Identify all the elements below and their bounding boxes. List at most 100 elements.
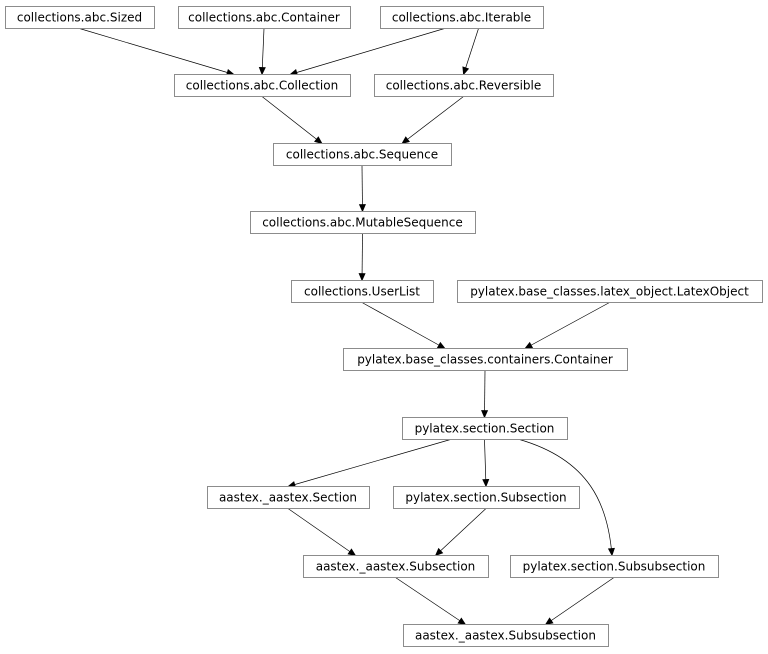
edge-iterable-to-collection: [289, 28, 445, 76]
edge-line: [519, 439, 613, 556]
node-box: [207, 486, 370, 509]
node-label: collections.abc.MutableSequence: [262, 216, 463, 230]
arrow-head: [258, 67, 266, 76]
edge-section-to-aastex-section: [287, 439, 451, 488]
arrow-head: [358, 204, 366, 213]
node-label: collections.abc.Reversible: [386, 79, 542, 93]
node-label: aastex._aastex.Section: [219, 491, 357, 505]
node-box: [457, 280, 763, 303]
node-iterable: collections.abc.Iterable: [380, 6, 544, 29]
edge-section-to-subsection: [482, 439, 490, 488]
edge-line: [524, 302, 610, 349]
nodes-layer: collections.abc.Sized collections.abc.Con…: [5, 6, 763, 647]
edge-line: [401, 96, 464, 144]
node-box: [174, 74, 351, 97]
edge-collection-to-sequence: [261, 96, 323, 145]
node-label: collections.abc.Sequence: [286, 148, 438, 162]
edge-subsection-to-aastex-subsection: [434, 508, 487, 557]
edge-line: [361, 165, 363, 212]
arrow-head: [481, 410, 489, 419]
arrow-head: [457, 617, 467, 625]
node-label: pylatex.base_classes.latex_object.LatexO…: [470, 285, 749, 299]
edge-line: [261, 28, 265, 75]
node-box: [178, 6, 351, 29]
node-box: [510, 555, 719, 578]
edge-section-to-subsubsection: [519, 439, 615, 557]
edge-line: [484, 439, 487, 487]
node-box: [402, 417, 568, 440]
node-label: collections.abc.Sized: [17, 11, 142, 25]
node-box: [403, 624, 609, 647]
edge-aastex-subsection-to-aastex-subsubsection: [395, 577, 467, 625]
node-label: collections.abc.Collection: [186, 79, 338, 93]
node-label: collections.UserList: [304, 285, 420, 299]
node-box: [291, 280, 434, 303]
node-box: [343, 348, 628, 371]
node-aastex-subsection: aastex._aastex.Subsection: [303, 555, 489, 578]
edge-line: [463, 28, 479, 75]
node-latex-object: pylatex.base_classes.latex_object.LatexO…: [457, 280, 763, 303]
edge-line: [484, 370, 486, 418]
edge-container-abc-to-collection: [258, 28, 266, 76]
edge-line: [361, 302, 446, 349]
node-subsection: pylatex.section.Subsection: [393, 486, 580, 509]
node-label: aastex._aastex.Subsection: [316, 560, 476, 574]
arrow-head: [524, 341, 534, 349]
edge-reversible-to-sequence: [401, 96, 464, 145]
edge-mutable-sequence-to-userlist: [358, 233, 366, 282]
node-label: pylatex.section.Subsection: [405, 491, 566, 505]
node-label: pylatex.base_classes.containers.Containe…: [357, 353, 613, 367]
node-box: [273, 143, 452, 166]
edge-sequence-to-mutable-sequence: [358, 165, 366, 213]
node-reversible: collections.abc.Reversible: [374, 74, 554, 97]
arrow-head: [347, 548, 357, 557]
node-label: collections.abc.Container: [188, 11, 340, 25]
edge-userlist-to-pylatex-container: [361, 302, 446, 349]
node-box: [250, 211, 476, 234]
node-label: aastex._aastex.Subsubsection: [415, 629, 596, 643]
node-box: [374, 74, 554, 97]
node-container-abc: collections.abc.Container: [178, 6, 351, 29]
arrow-head: [358, 273, 366, 282]
arrow-head: [544, 617, 554, 626]
edge-line: [435, 508, 487, 556]
edge-latex-object-to-pylatex-container: [524, 302, 610, 349]
node-label: collections.abc.Iterable: [392, 11, 531, 25]
edge-line: [287, 508, 356, 556]
edge-line: [261, 96, 323, 144]
edge-line: [79, 28, 235, 75]
node-pylatex-container: pylatex.base_classes.containers.Containe…: [343, 348, 628, 371]
node-label: pylatex.section.Section: [415, 422, 555, 436]
node-box: [393, 486, 580, 509]
node-sized: collections.abc.Sized: [5, 6, 155, 29]
arrow-head: [462, 66, 470, 76]
edge-sized-to-collection: [79, 28, 235, 76]
arrow-head: [607, 547, 615, 557]
edge-line: [545, 577, 615, 625]
edge-iterable-to-reversible: [462, 28, 479, 76]
node-aastex-subsubsection: aastex._aastex.Subsubsection: [403, 624, 609, 647]
arrow-head: [482, 479, 490, 488]
arrow-head: [401, 136, 410, 145]
node-box: [380, 6, 544, 29]
node-section: pylatex.section.Section: [402, 417, 568, 440]
node-aastex-section: aastex._aastex.Section: [207, 486, 370, 509]
edge-pylatex-container-to-section: [481, 370, 489, 419]
node-label: pylatex.section.Subsubsection: [523, 560, 706, 574]
node-box: [303, 555, 489, 578]
edge-line: [289, 28, 445, 75]
node-subsubsection: pylatex.section.Subsubsection: [510, 555, 719, 578]
arrow-head: [434, 547, 444, 557]
edge-aastex-section-to-aastex-subsection: [287, 508, 357, 557]
node-box: [5, 6, 155, 29]
edges-layer: [79, 28, 615, 626]
arrow-head: [436, 341, 446, 349]
arrow-head: [314, 136, 323, 145]
node-sequence: collections.abc.Sequence: [273, 143, 452, 166]
edge-line: [395, 577, 466, 625]
node-userlist: collections.UserList: [291, 280, 434, 303]
node-mutable-sequence: collections.abc.MutableSequence: [250, 211, 476, 234]
edge-subsubsection-to-aastex-subsubsection: [544, 577, 615, 626]
edge-line: [361, 233, 363, 281]
